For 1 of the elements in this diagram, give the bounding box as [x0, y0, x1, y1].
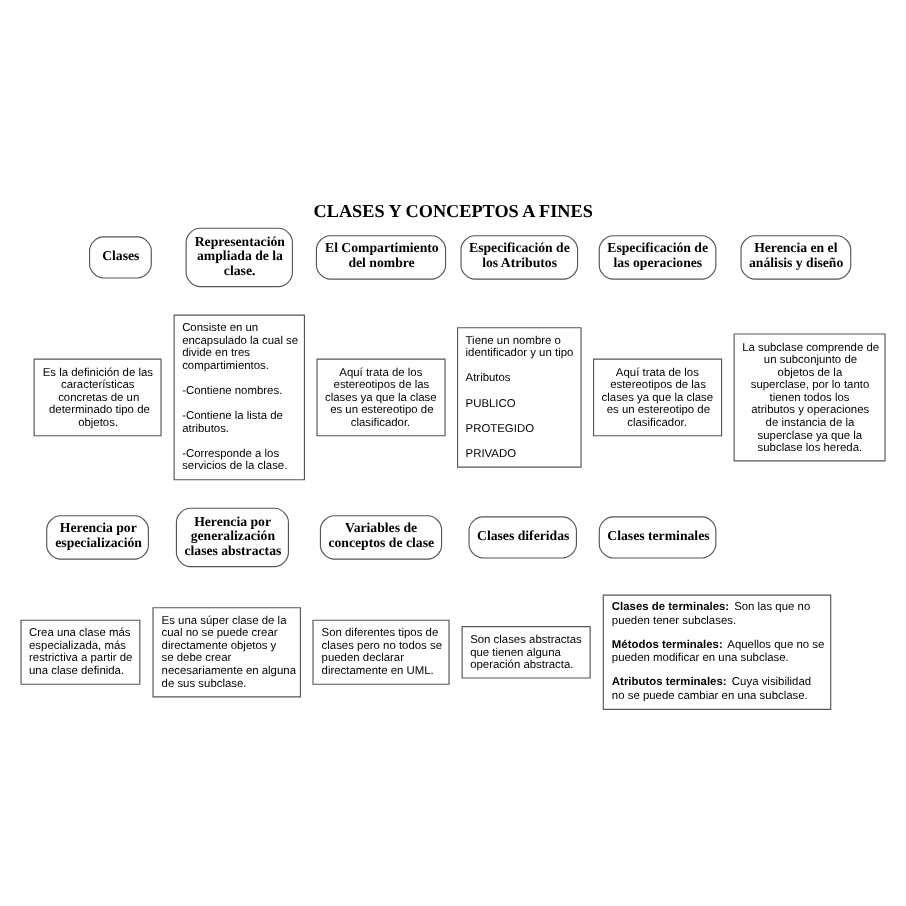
diagram-title: CLASES Y CONCEPTOS A FINES — [313, 199, 593, 220]
